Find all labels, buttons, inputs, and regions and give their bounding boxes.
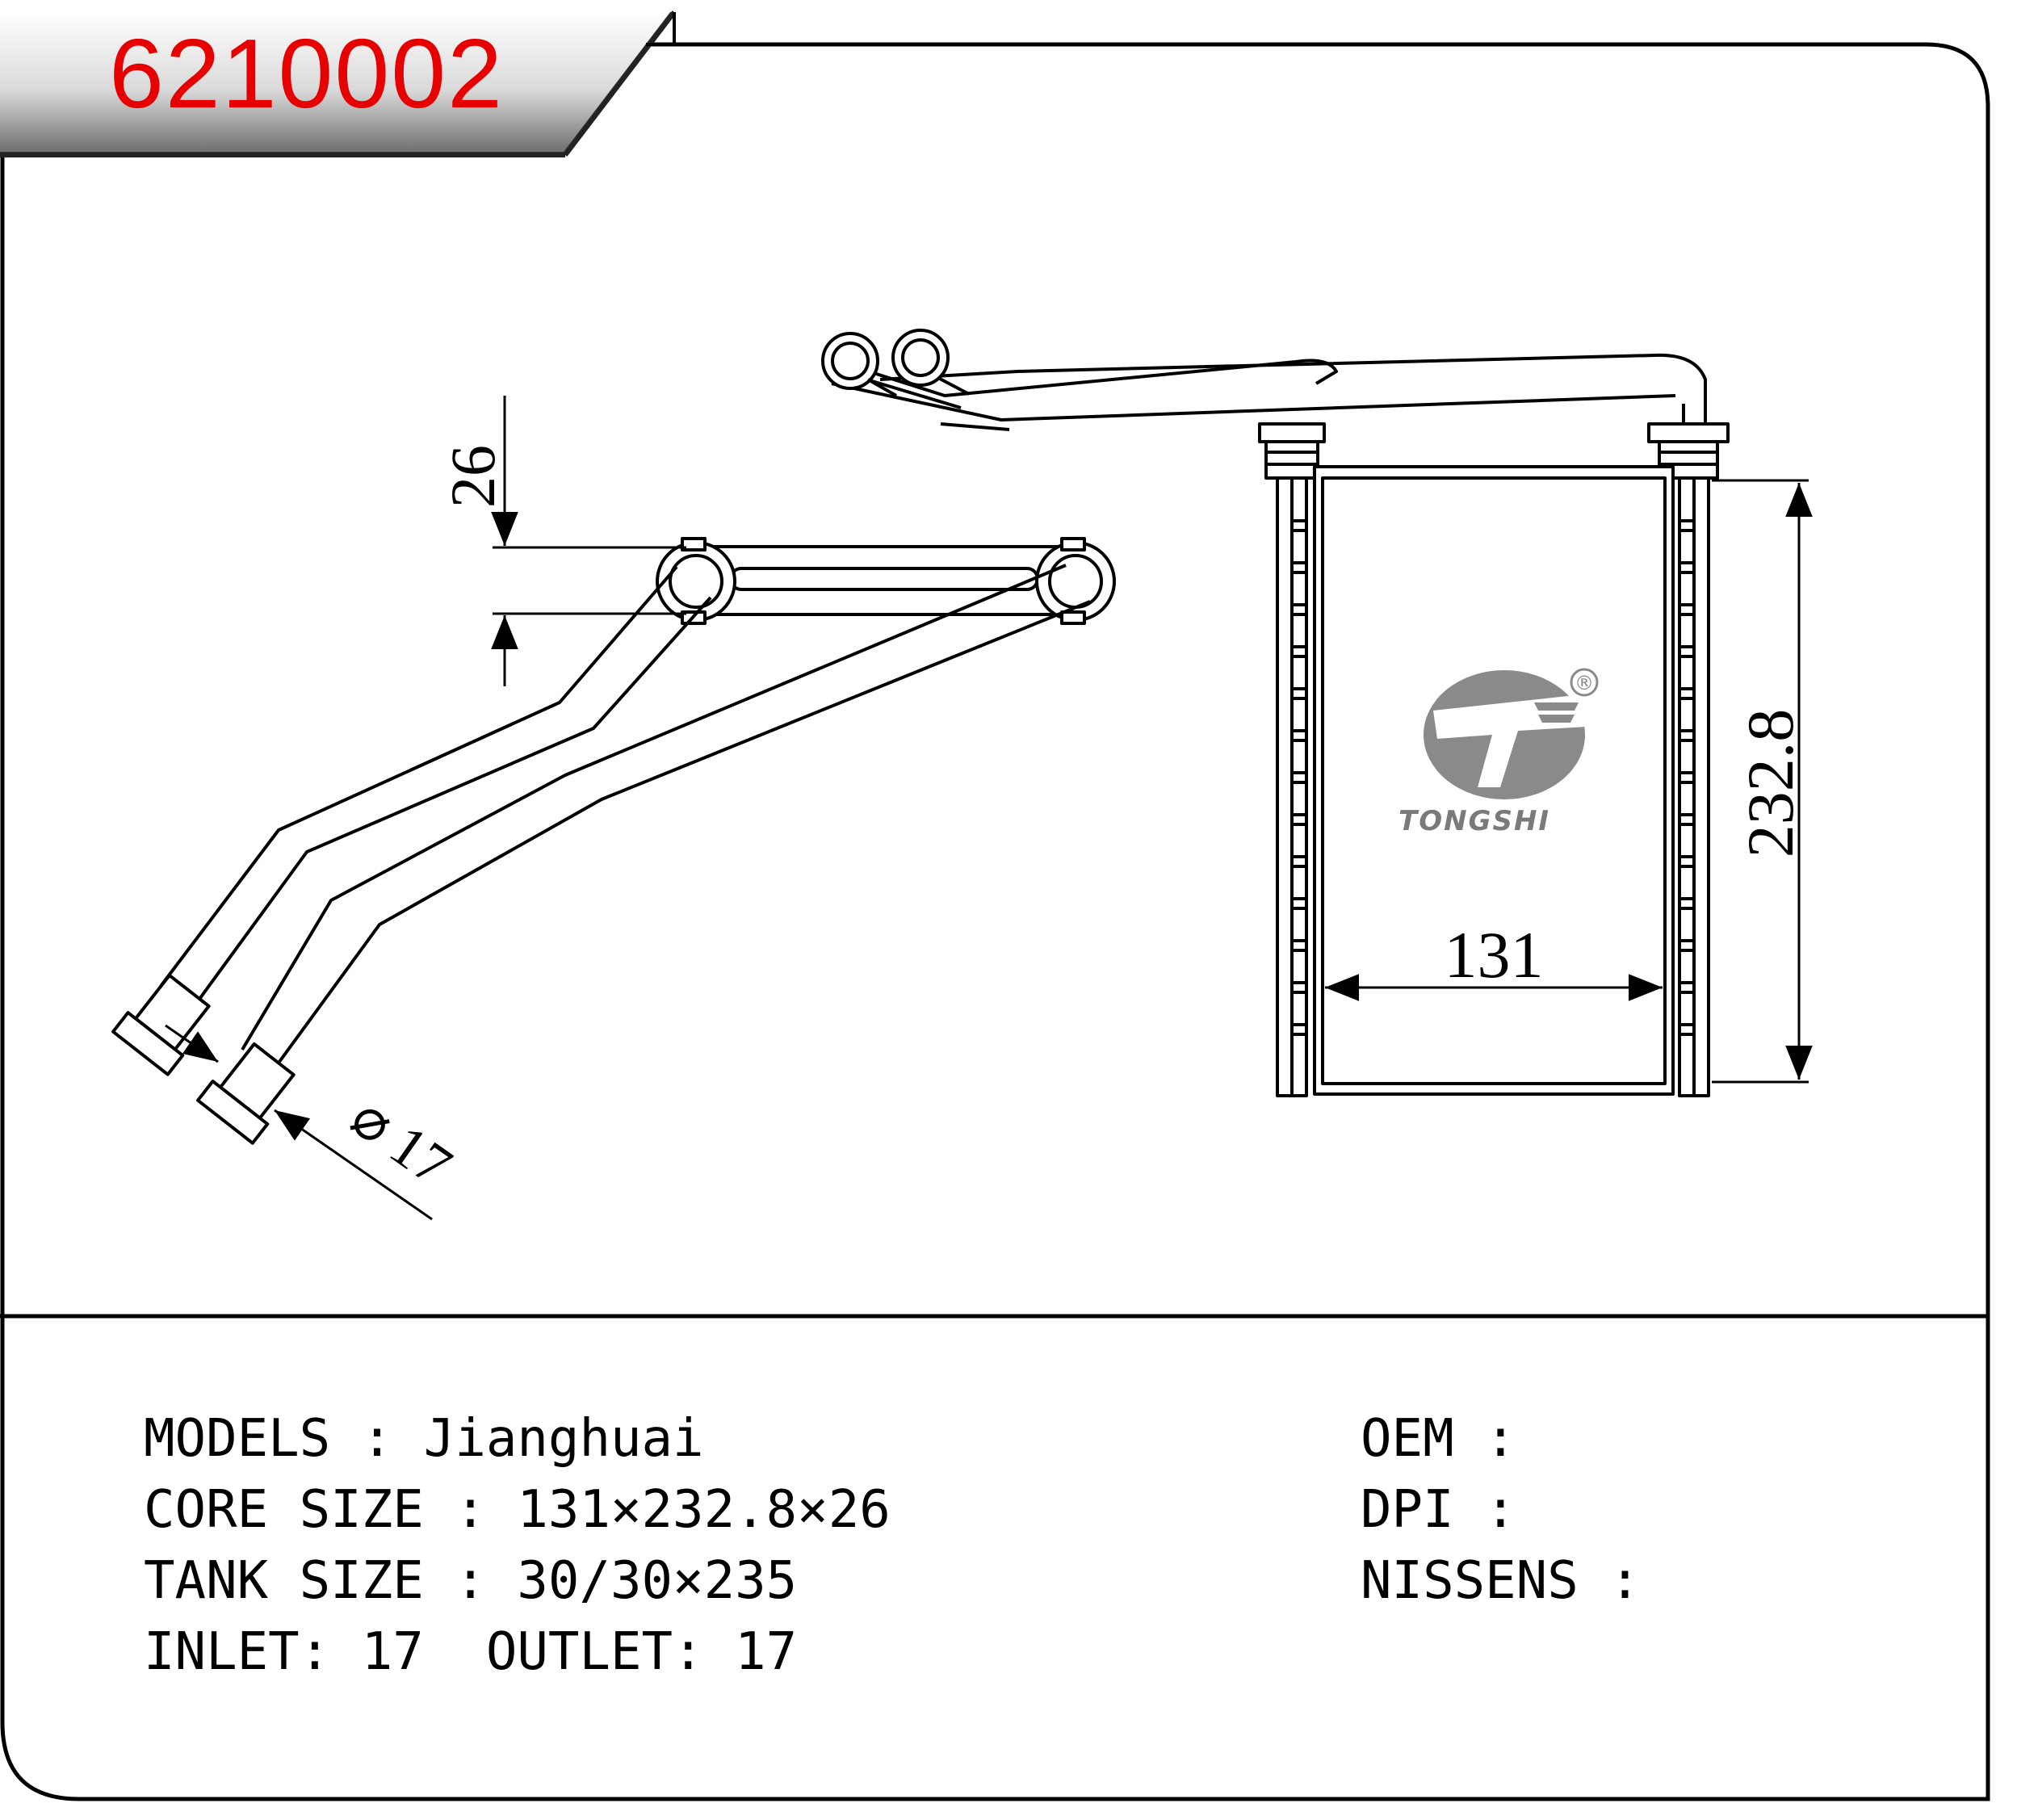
tank-tab xyxy=(1290,771,1308,784)
title-banner xyxy=(0,10,677,157)
spec-dpi-label: DPI xyxy=(1361,1480,1454,1540)
tank-tab xyxy=(1290,687,1308,700)
spec-outlet-sep: : xyxy=(673,1622,736,1682)
tank-tab xyxy=(1678,687,1696,700)
spec-core-size-value: 131×232.8×26 xyxy=(517,1480,891,1540)
spec-inlet-sep: : xyxy=(299,1622,362,1682)
dim-thickness-label: 26 xyxy=(438,445,508,508)
spec-tank-size-label: TANK SIZE xyxy=(144,1551,424,1611)
tank-tab xyxy=(1290,519,1308,532)
spec-core-size-sep: : xyxy=(423,1480,518,1540)
dim-width-label: 131 xyxy=(1445,918,1544,992)
spec-inlet-outlet: INLET: 17 OUTLET: 17 xyxy=(144,1626,797,1678)
dim-pipe-diameter-label: 17 xyxy=(379,1113,463,1199)
tank-tab xyxy=(1678,771,1696,784)
dim-height xyxy=(1712,479,1813,1084)
tank-tab xyxy=(1290,981,1308,994)
registered-mark-icon xyxy=(1570,668,1599,697)
spec-models-value: Jianghuai xyxy=(423,1409,704,1469)
spec-tank-size-value: 30/30×235 xyxy=(517,1551,798,1611)
tank-tab xyxy=(1678,855,1696,868)
dim-thickness xyxy=(491,396,686,686)
tank-tab xyxy=(1678,981,1696,994)
tank-tab xyxy=(1290,897,1308,910)
tank-tab xyxy=(1290,939,1308,952)
tank-tab xyxy=(1290,645,1308,658)
tank-tab xyxy=(1290,813,1308,826)
spec-nissens-sep: : xyxy=(1578,1551,1641,1611)
spec-dpi-sep: : xyxy=(1453,1480,1516,1540)
brand-name: TONGSHI xyxy=(1398,805,1551,837)
tank-tab xyxy=(1290,603,1308,616)
side-view xyxy=(111,537,1116,1145)
tank-tab xyxy=(1678,813,1696,826)
spec-nissens: NISSENS : xyxy=(1361,1555,1641,1607)
dim-pipe-diameter xyxy=(165,1024,433,1221)
spec-inlet-value: 17 xyxy=(361,1622,424,1682)
sheet-border xyxy=(0,42,1990,1801)
spec-oem-label: OEM xyxy=(1361,1409,1454,1469)
spec-nissens-label: NISSENS xyxy=(1361,1551,1579,1611)
tank-tab xyxy=(1290,729,1308,742)
spec-oem: OEM : xyxy=(1361,1413,1516,1465)
tank-tab xyxy=(1678,645,1696,658)
registered-mark: ® xyxy=(1575,672,1594,694)
part-number: 6210002 xyxy=(109,19,504,128)
tank-tab xyxy=(1678,603,1696,616)
dim-height-label: 232.8 xyxy=(1734,709,1807,858)
spec-outlet-value: 17 xyxy=(735,1622,798,1682)
spec-tank-size: TANK SIZE : 30/30×235 xyxy=(144,1555,797,1607)
spec-models-label: MODELS xyxy=(144,1409,331,1469)
tank-tab xyxy=(1678,519,1696,532)
tank-tab xyxy=(1678,561,1696,574)
tank-tab xyxy=(1290,855,1308,868)
tank-tab xyxy=(1678,939,1696,952)
spec-inlet-label: INLET xyxy=(144,1622,300,1682)
tank-tab xyxy=(1290,1023,1308,1036)
tank-tab xyxy=(1290,561,1308,574)
front-view xyxy=(821,329,1730,1097)
spec-gap xyxy=(424,1622,486,1682)
spec-tank-size-sep: : xyxy=(423,1551,518,1611)
tongshi-logo xyxy=(1424,668,1599,799)
spec-models-sep: : xyxy=(330,1409,424,1469)
tank-tab xyxy=(1678,897,1696,910)
spec-core-size: CORE SIZE : 131×232.8×26 xyxy=(144,1484,891,1536)
spec-models: MODELS : Jianghuai xyxy=(144,1413,704,1465)
tank-tab xyxy=(1678,729,1696,742)
spec-oem-sep: : xyxy=(1453,1409,1516,1469)
spec-outlet-label: OUTLET xyxy=(485,1622,673,1682)
spec-core-size-label: CORE SIZE xyxy=(144,1480,424,1540)
tank-tab xyxy=(1678,1023,1696,1036)
spec-dpi: DPI : xyxy=(1361,1484,1516,1536)
